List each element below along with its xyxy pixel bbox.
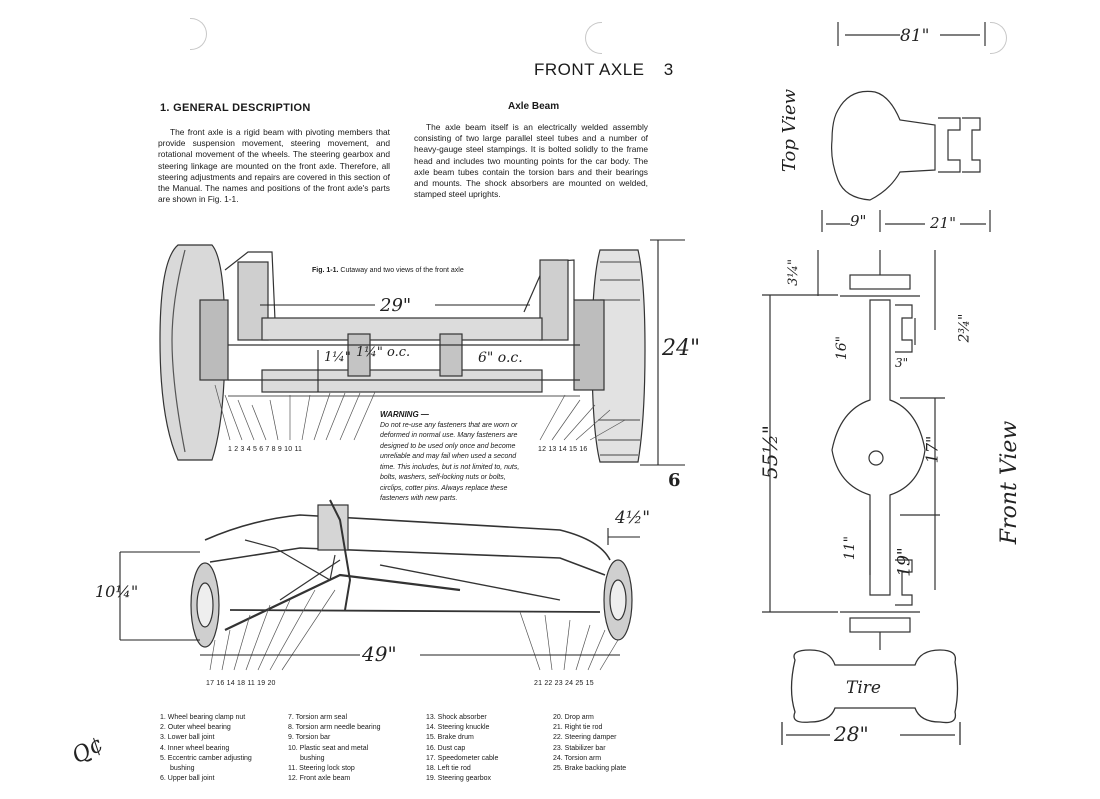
legend-item: 9. Torsion bar	[288, 734, 331, 742]
legend-item: 10. Plastic seat and metal	[288, 744, 369, 752]
callout-numbers-row1-left: 1 2 3 4 5 6 7 8 9 10 11	[228, 446, 303, 453]
legend-item: 14. Steering knuckle	[426, 724, 490, 732]
hw-dim-49: 49"	[362, 642, 397, 666]
legend-item: 1. Wheel bearing clamp nut	[160, 714, 246, 721]
hw-dim-16: 16"	[834, 335, 851, 361]
legend-col-4: 20. Drop arm 21. Right tie rod 22. Steer…	[553, 713, 626, 774]
legend-item: 2. Outer wheel bearing	[160, 724, 231, 732]
top-view-sketch	[821, 22, 991, 232]
legend-item: 6. Upper ball joint	[160, 775, 215, 783]
section-paragraph: The front axle is a rigid beam with pivo…	[158, 127, 390, 205]
hw-dim-28: 28"	[834, 722, 869, 746]
hw-tire: Tire	[846, 678, 881, 698]
section-title: 1. GENERAL DESCRIPTION	[160, 102, 311, 114]
figure-label: Fig. 1-1.	[312, 267, 339, 274]
hw-dim-11: 11"	[842, 535, 859, 561]
page-mark: 6	[668, 470, 681, 491]
legend-item: 16. Dust cap	[426, 744, 466, 752]
cutaway-leader-lines	[214, 384, 626, 441]
legend-item: 19. Steering gearbox	[426, 775, 491, 783]
hw-dim-9: 9"	[850, 212, 867, 230]
hw-dim-4-12: 4½"	[615, 508, 651, 528]
axle-beam-title: Axle Beam	[508, 101, 560, 112]
legend-item: bushing	[300, 754, 325, 762]
callout-numbers-row2-right: 21 22 23 24 25 15	[534, 680, 594, 687]
header-title: FRONT AXLE	[534, 60, 645, 79]
legend-col-3: 13. Shock absorber 14. Steering knuckle …	[426, 713, 498, 784]
legend-item: 12. Front axle beam	[288, 775, 351, 783]
legend-item: 17. Speedometer cable	[426, 754, 499, 762]
hw-dim-24: 24"	[662, 336, 701, 361]
hw-dim-3: 3"	[895, 356, 909, 370]
legend-item: 20. Drop arm	[553, 714, 594, 721]
cutaway-right-wheel	[523, 249, 646, 463]
warning-box: WARNING — Do not re-use any fasteners th…	[380, 410, 526, 505]
page-header: FRONT AXLE 3	[534, 60, 674, 80]
legend-item: 4. Inner wheel bearing	[160, 744, 230, 752]
legend-item: 15. Brake drum	[426, 734, 474, 742]
perspective-leader-lines	[209, 589, 619, 671]
legend-item: 11. Steering lock stop	[288, 765, 355, 773]
legend-col-1: 1. Wheel bearing clamp nut 2. Outer whee…	[160, 713, 252, 784]
legend-item: 7. Torsion arm seal	[288, 714, 348, 721]
hw-dim-1-14-oc: 1¼" o.c.	[356, 345, 411, 360]
perspective-axle-view	[190, 499, 633, 648]
legend-item: 25. Brake backing plate	[553, 765, 627, 773]
legend-col-2: 7. Torsion arm seal 8. Torsion arm needl…	[288, 713, 380, 784]
hw-top-view: Top View	[779, 88, 801, 173]
warning-text: Do not re-use any fasteners that are wor…	[380, 421, 520, 503]
figure-caption-text: Cutaway and two views of the front axle	[340, 267, 464, 274]
hw-dim-1-14: 1¼"	[324, 350, 351, 365]
hw-dim-10-14: 10¼"	[95, 582, 139, 601]
hw-dim-2-34: 2¾"	[956, 313, 973, 343]
legend-item: 18. Left tie rod	[426, 765, 471, 773]
legend-item: 24. Torsion arm	[553, 754, 602, 762]
legend-item: 13. Shock absorber	[426, 714, 487, 721]
hw-dim-17: 17"	[922, 435, 942, 464]
legend-item: 5. Eccentric camber adjusting	[160, 754, 252, 762]
axle-beam-paragraph: The axle beam itself is an electrically …	[414, 122, 648, 200]
tire-sketch	[781, 649, 961, 745]
figure-caption: Fig. 1-1. Cutaway and two views of the f…	[312, 267, 464, 274]
legend-item: 21. Right tie rod	[553, 724, 603, 732]
hw-dim-19: 19"	[894, 547, 915, 577]
hw-dim-29: 29"	[380, 295, 412, 316]
legend-item: 22. Steering damper	[553, 734, 617, 742]
legend-item: 3. Lower ball joint	[160, 734, 215, 742]
hw-dim-6-oc: 6" o.c.	[478, 350, 523, 366]
hw-dim-3-14: 3¼"	[785, 259, 801, 286]
callout-numbers-row2-left: 17 16 14 18 11 19 20	[206, 680, 276, 687]
legend-item: 23. Stabilizer bar	[553, 744, 606, 752]
callout-numbers-row1-right: 12 13 14 15 16	[538, 446, 588, 453]
hw-dim-81: 81"	[900, 26, 930, 46]
header-chapter: 3	[663, 60, 674, 79]
warning-title: WARNING —	[380, 410, 429, 419]
front-view-sketch	[762, 250, 945, 650]
hw-dim-55-12: 55½"	[758, 424, 783, 480]
cutaway-axle-tubes	[228, 317, 580, 397]
hw-front-view: Front View	[997, 420, 1023, 545]
legend-item: 8. Torsion arm needle bearing	[288, 724, 381, 732]
figure-dimension-lines	[119, 239, 685, 656]
hw-dim-21: 21"	[930, 214, 956, 232]
cutaway-left-wheel	[159, 244, 276, 461]
legend-item: bushing	[170, 765, 195, 773]
